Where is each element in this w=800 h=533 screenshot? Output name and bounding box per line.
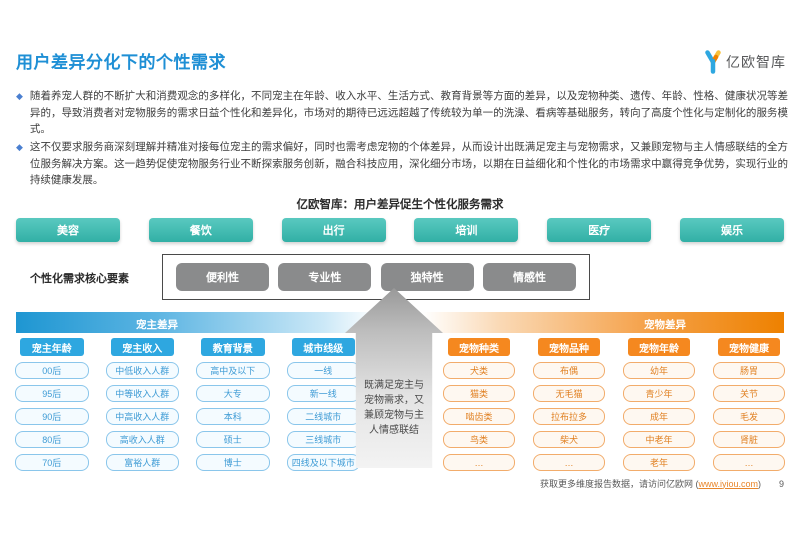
cell-chip: 二线城市	[286, 408, 360, 425]
owner-column-age: 宠主年龄 00后 95后 90后 80后 70后	[15, 338, 89, 471]
cell-chip: 柴犬	[533, 431, 605, 448]
cell-chip: 00后	[15, 362, 89, 379]
core-factor-convenience: 便利性	[176, 263, 269, 291]
column-header: 宠主年龄	[20, 338, 84, 356]
cell-chip: 博士	[196, 454, 270, 471]
footer-text-prefix: 获取更多维度报告数据，请访问亿欧网 (	[539, 479, 699, 489]
core-factor-uniqueness: 独特性	[380, 263, 474, 291]
service-button-travel: 出行	[281, 218, 386, 242]
cell-chip: 高中及以下	[196, 362, 270, 379]
brand-name: 亿欧智库	[726, 54, 786, 70]
cell-chip: 中老年	[623, 431, 695, 448]
cell-chip: 老年	[623, 454, 695, 471]
cell-chip: …	[713, 454, 785, 471]
column-header: 宠物健康	[718, 338, 780, 356]
service-button-food: 餐饮	[148, 218, 253, 242]
cell-chip: 70后	[15, 454, 89, 471]
cell-chip: 高收入人群	[105, 431, 179, 448]
cell-chip: 中高收入人群	[105, 408, 179, 425]
cell-chip: 大专	[196, 385, 270, 402]
brand-y-icon	[703, 50, 723, 74]
bullet-item: ◆ 这不仅要求服务商深刻理解并精准对接每位宠主的需求偏好，同时也需考虑宠物的个体…	[16, 139, 788, 189]
column-header: 宠物年龄	[628, 338, 690, 356]
core-factors-label: 个性化需求核心要素	[30, 273, 129, 285]
page-number: 9	[778, 478, 784, 489]
owner-column-income: 宠主收入 中低收入人群 中等收入人群 中高收入人群 高收入人群 富裕人群	[105, 338, 179, 471]
pet-difference-columns: 宠物种类 犬类 猫类 啮齿类 鸟类 … 宠物品种 布偶 无毛猫 拉布拉多 柴犬 …	[443, 338, 785, 471]
diagram-title: 亿欧智库：用户差异促生个性化服务需求	[296, 199, 504, 211]
cell-chip: 拉布拉多	[533, 408, 605, 425]
cell-chip: …	[443, 454, 515, 471]
cell-chip: 成年	[623, 408, 695, 425]
core-factor-professionalism: 专业性	[278, 263, 372, 291]
bullet-text: 随着养宠人群的不断扩大和消费观念的多样化，不同宠主在年龄、收入水平、生活方式、教…	[29, 90, 788, 135]
column-header: 教育背景	[201, 338, 265, 356]
cell-chip: 无毛猫	[533, 385, 605, 402]
service-button-medical: 医疗	[547, 218, 652, 242]
cell-chip: 布偶	[533, 362, 605, 379]
cell-chip: …	[533, 454, 605, 471]
bullet-item: ◆ 随着养宠人群的不断扩大和消费观念的多样化，不同宠主在年龄、收入水平、生活方式…	[16, 88, 788, 138]
cell-chip: 犬类	[443, 362, 515, 379]
cell-chip: 幼年	[623, 362, 695, 379]
pet-column-breed: 宠物品种 布偶 无毛猫 拉布拉多 柴犬 …	[533, 338, 605, 471]
owner-difference-label: 宠主差异	[136, 319, 178, 331]
cell-chip: 肠胃	[713, 362, 785, 379]
pet-column-age: 宠物年龄 幼年 青少年 成年 中老年 老年	[623, 338, 695, 471]
cell-chip: 毛发	[713, 408, 785, 425]
service-button-entertainment: 娱乐	[679, 218, 784, 242]
column-header: 宠物种类	[448, 338, 510, 356]
service-button-training: 培训	[414, 218, 519, 242]
cell-chip: 富裕人群	[105, 454, 179, 471]
pet-column-health: 宠物健康 肠胃 关节 毛发 肾脏 …	[713, 338, 785, 471]
service-button-beauty: 美容	[16, 218, 120, 242]
cell-chip: 肾脏	[713, 431, 785, 448]
cell-chip: 硕士	[196, 431, 270, 448]
bullet-text: 这不仅要求服务商深刻理解并精准对接每位宠主的需求偏好，同时也需考虑宠物的个体差异…	[29, 141, 788, 186]
cell-chip: 中等收入人群	[105, 385, 179, 402]
cell-chip: 关节	[713, 385, 785, 402]
page-title: 用户差异分化下的个性需求	[16, 53, 226, 72]
core-factors-box: 便利性 专业性 独特性 情感性	[162, 254, 590, 300]
cell-chip: 一线	[286, 362, 360, 379]
column-header: 城市线级	[291, 338, 355, 356]
cell-chip: 80后	[15, 431, 89, 448]
flow-arrow-text: 既满足宠主与 宠物需求，又 兼顾宠物与主 人情感联结	[364, 380, 424, 436]
bullet-diamond-icon: ◆	[16, 142, 23, 152]
cell-chip: 中低收入人群	[105, 362, 179, 379]
cell-chip: 90后	[15, 408, 89, 425]
owner-difference-columns: 宠主年龄 00后 95后 90后 80后 70后 宠主收入 中低收入人群 中等收…	[15, 338, 360, 471]
service-button-row: 美容 餐饮 出行 培训 医疗 娱乐	[16, 218, 784, 242]
cell-chip: 鸟类	[443, 431, 515, 448]
cell-chip: 青少年	[623, 385, 695, 402]
pet-difference-label: 宠物差异	[644, 319, 686, 331]
column-header: 宠物品种	[538, 338, 600, 356]
owner-column-education: 教育背景 高中及以下 大专 本科 硕士 博士	[196, 338, 270, 471]
column-header: 宠主收入	[110, 338, 174, 356]
footer-text-suffix: )	[757, 478, 761, 489]
footer: 获取更多维度报告数据，请访问亿欧网 (www.iyiou.com) 9	[540, 477, 784, 490]
cell-chip: 95后	[15, 385, 89, 402]
cell-chip: 本科	[196, 408, 270, 425]
bullet-diamond-icon: ◆	[16, 91, 23, 101]
cell-chip: 啮齿类	[443, 408, 515, 425]
flow-arrow-up-icon	[345, 288, 443, 468]
iyiou-link[interactable]: www.iyiou.com	[698, 478, 758, 489]
pet-column-species: 宠物种类 犬类 猫类 啮齿类 鸟类 …	[443, 338, 515, 471]
cell-chip: 猫类	[443, 385, 515, 402]
core-factor-emotion: 情感性	[482, 263, 576, 291]
brand-logo: 亿欧智库	[703, 50, 786, 74]
cell-chip: 四线及以下城市	[286, 454, 360, 471]
